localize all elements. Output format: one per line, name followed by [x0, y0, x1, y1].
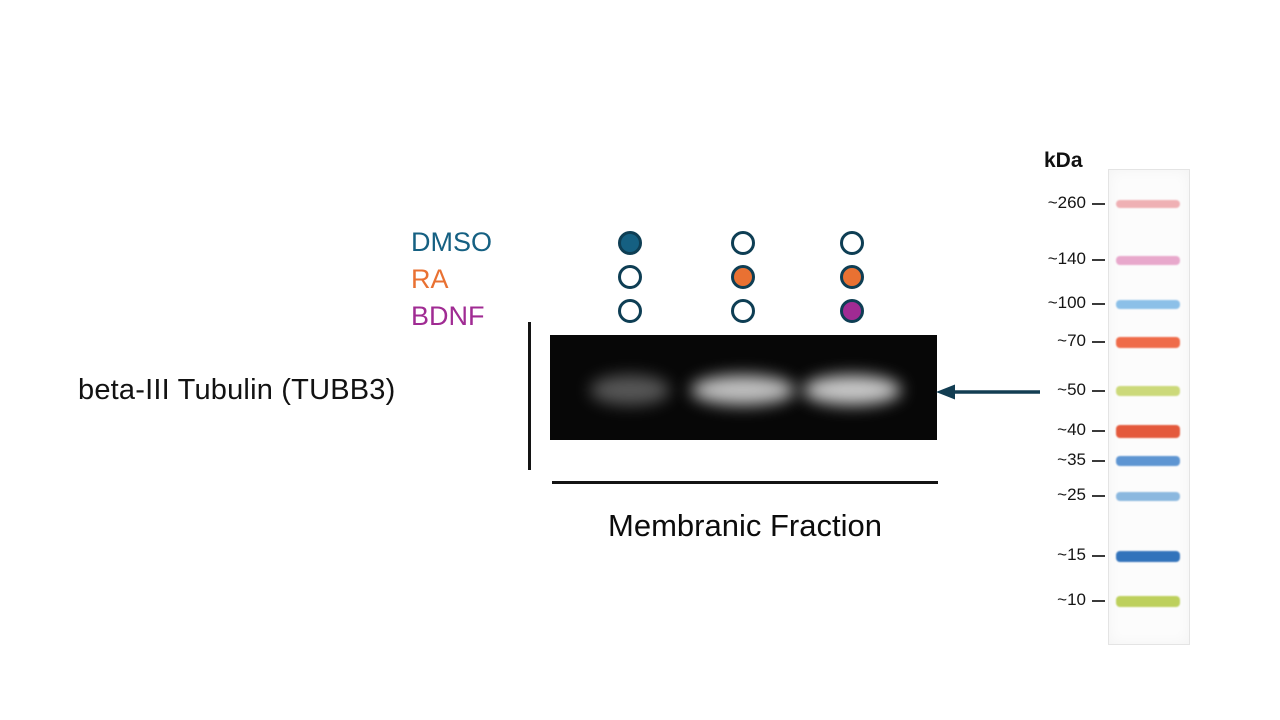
- ladder-unit-label: kDa: [1044, 149, 1083, 172]
- mw-tick-100: [1092, 303, 1105, 305]
- band-pointer-arrow: [936, 384, 1040, 400]
- mw-tick-15: [1092, 555, 1105, 557]
- mw-label-70: ~70: [1057, 331, 1086, 350]
- mw-label-50: ~50: [1057, 380, 1086, 399]
- mw-tick-25: [1092, 495, 1105, 497]
- mw-band-25: [1116, 491, 1180, 501]
- blot-band-lane-3: [803, 375, 901, 405]
- mw-tick-50: [1092, 390, 1105, 392]
- mw-tick-35: [1092, 460, 1105, 462]
- treatment-dot-lane2-ra: [731, 265, 755, 289]
- blot-band-lane-1: [590, 375, 670, 405]
- mw-label-100: ~100: [1047, 293, 1086, 312]
- target-protein-label: beta-III Tubulin (TUBB3): [78, 374, 396, 406]
- mw-band-70: [1116, 336, 1180, 348]
- treatment-dot-lane1-dmso: [618, 231, 642, 255]
- mw-tick-260: [1092, 203, 1105, 205]
- mw-label-140: ~140: [1047, 249, 1086, 268]
- treatment-label-dmso: DMSO: [411, 227, 492, 257]
- treatment-dot-lane3-bdnf: [840, 299, 864, 323]
- mw-tick-70: [1092, 341, 1105, 343]
- treatment-dot-lane3-dmso: [840, 231, 864, 255]
- mw-label-15: ~15: [1057, 545, 1086, 564]
- mw-band-15: [1116, 550, 1180, 562]
- treatment-dot-lane2-bdnf: [731, 299, 755, 323]
- mw-band-40: [1116, 424, 1180, 438]
- treatment-dot-lane1-ra: [618, 265, 642, 289]
- treatment-label-bdnf: BDNF: [411, 301, 485, 331]
- western-blot-image: [550, 335, 937, 440]
- mw-tick-10: [1092, 600, 1105, 602]
- mw-label-10: ~10: [1057, 590, 1086, 609]
- mw-band-100: [1116, 299, 1180, 309]
- mw-band-260: [1116, 200, 1180, 208]
- mw-label-35: ~35: [1057, 450, 1086, 469]
- fraction-label: Membranic Fraction: [608, 508, 882, 543]
- arrow-head: [936, 384, 955, 400]
- treatment-dot-lane3-ra: [840, 265, 864, 289]
- treatment-legend: DMSO RA BDNF: [411, 224, 492, 335]
- mw-tick-140: [1092, 259, 1105, 261]
- mw-label-260: ~260: [1047, 193, 1086, 212]
- mw-tick-40: [1092, 430, 1105, 432]
- mw-band-140: [1116, 255, 1180, 265]
- fraction-underline: [552, 481, 938, 484]
- mw-label-40: ~40: [1057, 420, 1086, 439]
- treatment-label-ra: RA: [411, 264, 449, 294]
- blot-band-lane-2: [691, 375, 795, 405]
- mw-label-25: ~25: [1057, 485, 1086, 504]
- mw-band-10: [1116, 595, 1180, 607]
- treatment-dot-lane1-bdnf: [618, 299, 642, 323]
- treatment-dot-lane2-dmso: [731, 231, 755, 255]
- blot-left-bracket-line: [528, 322, 531, 470]
- mw-band-35: [1116, 456, 1180, 466]
- mw-band-50: [1116, 386, 1180, 396]
- ladder-lane: [1108, 169, 1190, 645]
